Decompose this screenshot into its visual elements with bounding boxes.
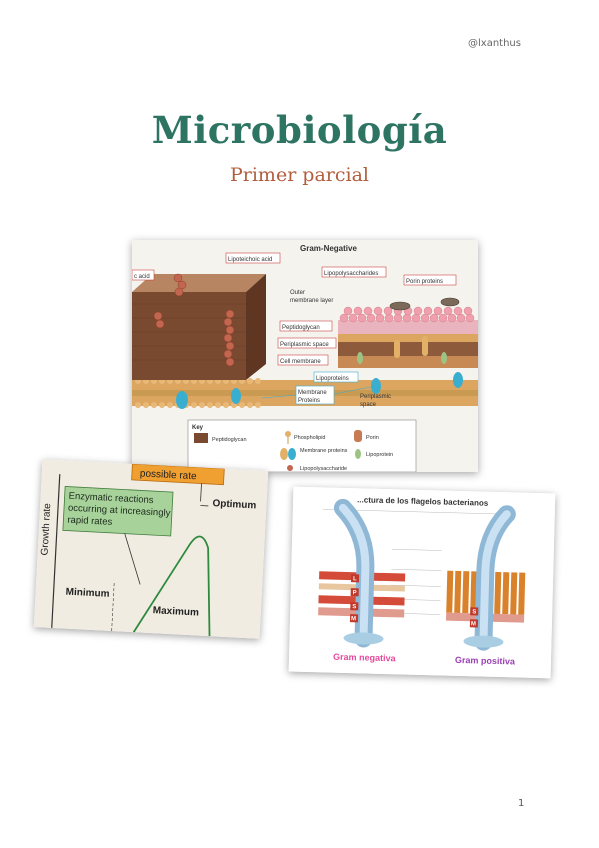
label-lipoteichoic: Lipoteichoic acid	[228, 257, 272, 263]
label-periplasmic-space-1: Periplasmic	[360, 394, 391, 400]
label-outer-membrane-2: membrane layer	[290, 298, 333, 304]
key-lipopolysaccharide: Lipopolysaccharide	[300, 466, 347, 472]
ring-l: L	[353, 576, 357, 582]
ring-s: S	[352, 604, 356, 610]
growth-rate-diagram: possible rate Optimum Enzymatic reaction…	[33, 459, 269, 639]
author-handle: @lxanthus	[468, 38, 521, 49]
label-peptidoglycan: Peptidoglycan	[282, 325, 320, 331]
label-cell-membrane: Cell membrane	[280, 359, 321, 365]
page-number: 1	[518, 798, 525, 809]
flagella-title: ...ctura de los flagelos bacterianos	[357, 495, 489, 507]
label-periplasmic-space-2: space	[360, 402, 377, 408]
label-outer-membrane-1: Outer	[290, 290, 305, 296]
gram-negative-diagram: Gram-Negative	[132, 240, 478, 472]
label-membrane-proteins-1: Membrane	[298, 390, 327, 396]
label-optimum: Optimum	[212, 498, 257, 511]
box-line-3: rapid rates	[67, 515, 113, 528]
y-axis-label: Growth rate	[40, 503, 54, 556]
label-lipoproteins: Lipoproteins	[316, 376, 349, 382]
key-membrane-proteins: Membrane proteins	[300, 448, 348, 454]
gram-negative-figure: Gram-Negative	[132, 240, 478, 472]
label-gram-negativa: Gram negativa	[333, 652, 397, 664]
flagella-figure: ...ctura de los flagelos bacterianos L P	[288, 486, 556, 679]
key-phospholipid: Phospholipid	[294, 435, 326, 441]
key-title: Key	[192, 425, 204, 431]
box-line-1: Enzymatic reactions	[68, 491, 154, 506]
gram-negative-envelope	[176, 297, 478, 409]
ring-p: P	[353, 590, 357, 596]
growth-rate-figure: possible rate Optimum Enzymatic reaction…	[33, 459, 269, 639]
growth-banner: possible rate	[140, 468, 198, 482]
label-membrane-proteins-2: Proteins	[298, 398, 320, 404]
peptidoglycan-block	[132, 273, 266, 380]
key-lipoprotein: Lipoprotein	[366, 452, 393, 458]
page-title: Microbiología	[151, 108, 448, 152]
page-subtitle: Primer parcial	[229, 164, 370, 186]
key-porin: Porin	[366, 435, 379, 441]
label-maximum: Maximum	[152, 605, 199, 618]
ring-s-positive: S	[472, 609, 476, 615]
gram-title: Gram-Negative	[300, 244, 357, 253]
flagella-diagram: ...ctura de los flagelos bacterianos L P	[288, 486, 556, 679]
label-acid-fragment: c acid	[134, 274, 150, 280]
key-peptidoglycan: Peptidoglycan	[212, 437, 247, 443]
label-minimum: Minimum	[65, 587, 110, 600]
box-line-2: occurring at increasingly	[68, 503, 171, 519]
label-periplasmic: Periplasmic space	[280, 342, 329, 348]
ring-m-positive: M	[471, 621, 476, 627]
label-gram-positiva: Gram positiva	[455, 655, 516, 667]
key-box: Key Peptidoglycan Phospholipid Porin Mem…	[187, 419, 417, 472]
growth-curve	[132, 535, 211, 637]
ring-m: M	[351, 616, 356, 622]
label-lps: Lipopolysaccharides	[324, 271, 378, 277]
label-porin-proteins: Porin proteins	[406, 279, 443, 285]
